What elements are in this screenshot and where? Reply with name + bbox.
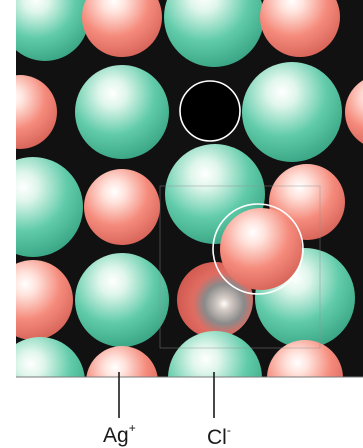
silver-ion [16, 75, 57, 149]
chloride-ion-charge: - [226, 423, 231, 437]
interstitial-ring [212, 203, 304, 295]
ion-group [16, 0, 363, 377]
silver-ion-symbol: Ag [103, 424, 129, 447]
vacancy-site [179, 80, 241, 142]
chloride-ion-label: Cl- [207, 423, 231, 448]
silver-ion-charge: + [128, 421, 136, 435]
chloride-ion [168, 331, 262, 377]
chloride-ion [16, 337, 85, 377]
displaced-silver-ion [177, 262, 253, 338]
chloride-ion [16, 157, 83, 257]
silver-ion [84, 169, 160, 245]
unit-cell-outline [159, 185, 321, 349]
chloride-ion [164, 0, 264, 67]
chloride-ion [242, 62, 342, 162]
chloride-ion [16, 0, 89, 61]
chloride-ion [75, 253, 169, 347]
chloride-ion-symbol: Cl [207, 426, 227, 448]
silver-ion [345, 80, 363, 144]
silver-ion [86, 346, 158, 377]
silver-ion [267, 340, 343, 377]
chloride-ion [75, 65, 169, 159]
silver-ion-label: Ag+ [103, 421, 136, 448]
interstitial-silver-ion [220, 208, 302, 290]
silver-ion [16, 260, 73, 340]
silver-ion [260, 0, 340, 57]
silver-ion [82, 0, 162, 57]
